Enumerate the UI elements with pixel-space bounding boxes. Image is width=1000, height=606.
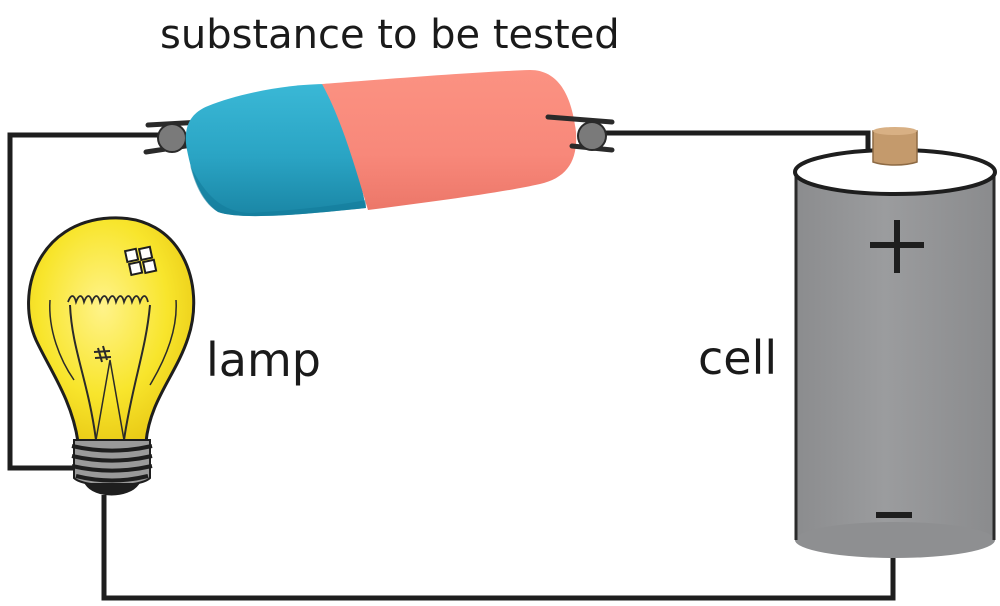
substance-label: substance to be tested: [160, 12, 620, 58]
positive-terminal-symbol: [870, 220, 924, 273]
eraser-blue-half: [185, 84, 366, 217]
bulb-glint-icon: [123, 245, 158, 277]
bulb-glass: [27, 216, 196, 444]
cell-label: cell: [698, 331, 777, 385]
lamp-label: lamp: [206, 333, 321, 387]
eraser-pink-half: [322, 70, 577, 210]
wire-left: [7, 132, 170, 471]
wires: [7, 130, 896, 601]
bulb-screw-base: [71, 439, 153, 496]
cell-bottom: [795, 522, 995, 558]
wire-bottom: [101, 495, 896, 601]
lamp-bulb: [27, 216, 196, 496]
cell-battery: [793, 127, 997, 558]
cell-terminal-cap: [872, 130, 918, 166]
bulb-filament: [67, 295, 149, 306]
test-substance-eraser: [185, 70, 577, 217]
wire-top-right: [596, 130, 871, 150]
right-clip: [545, 114, 615, 153]
